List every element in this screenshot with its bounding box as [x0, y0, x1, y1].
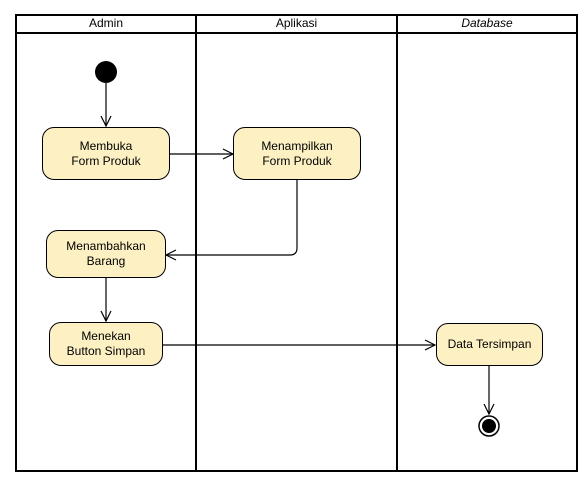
- swimlane-title-admin: Admin: [88, 16, 123, 30]
- swimlane-title-aplikasi: Aplikasi: [275, 16, 318, 30]
- swimlane-frame: [15, 14, 578, 472]
- activity-menampilkan-form-produk: Menampilkan Form Produk: [233, 127, 361, 180]
- initial-node: [95, 61, 117, 83]
- activity-menambahkan-barang: Menambahkan Barang: [46, 230, 166, 278]
- flow-menampilkan-to-menambahkan: [166, 180, 298, 255]
- activity-data-tersimpan: Data Tersimpan: [436, 323, 543, 366]
- activity-membuka-form-produk: Membuka Form Produk: [42, 127, 170, 180]
- final-node-core: [482, 419, 496, 433]
- activity-menekan-button-simpan: Menekan Button Simpan: [49, 322, 163, 366]
- swimlane-title-database: Database: [461, 16, 513, 30]
